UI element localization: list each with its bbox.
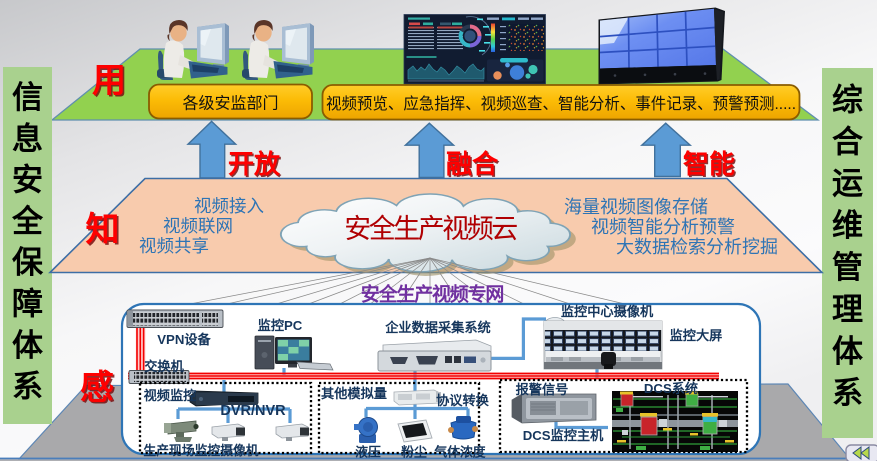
svg-text:视频共享: 视频共享 [139,236,209,256]
svg-text:融合: 融合 [446,149,499,179]
svg-text:DCS系统: DCS系统 [644,380,698,396]
svg-text:体: 体 [12,328,43,363]
svg-text:合: 合 [832,124,863,159]
svg-text:障: 障 [12,287,43,322]
svg-text:安全生产视频云: 安全生产视频云 [344,214,517,244]
svg-text:监控PC: 监控PC [258,317,303,333]
svg-text:监控中心摄像机: 监控中心摄像机 [561,303,654,319]
svg-text:智能: 智能 [684,150,736,180]
svg-text:维: 维 [832,208,863,243]
svg-text:用: 用 [92,62,126,100]
svg-text:视频接入: 视频接入 [194,196,264,216]
svg-text:其他模拟量: 其他模拟量 [321,385,387,401]
svg-text:运: 运 [832,166,863,201]
svg-text:视频智能分析预警: 视频智能分析预警 [591,217,735,237]
svg-text:开放: 开放 [229,150,282,180]
svg-text:报警信号: 报警信号 [516,381,569,397]
svg-text:气体浓度: 气体浓度 [434,445,485,460]
svg-text:系: 系 [832,376,863,411]
svg-text:用: 用 [94,64,128,102]
svg-text:协议转换: 协议转换 [436,392,490,408]
svg-text:海量视频图像存储: 海量视频图像存储 [564,197,708,217]
svg-text:全: 全 [11,204,44,239]
svg-text:综: 综 [832,82,863,117]
svg-text:监控大屏: 监控大屏 [670,327,723,343]
svg-text:知: 知 [86,211,120,249]
svg-text:企业数据采集系统: 企业数据采集系统 [384,319,491,335]
svg-text:开放: 开放 [228,149,281,179]
svg-text:系: 系 [12,369,43,404]
svg-text:感: 感 [80,369,114,407]
svg-text:DVR/NVR: DVR/NVR [220,403,286,419]
svg-text:DCS监控主机: DCS监控主机 [523,427,604,443]
svg-text:感: 感 [82,371,116,409]
svg-text:视频监控: 视频监控 [144,387,197,403]
svg-text:保: 保 [12,245,44,280]
svg-text:管: 管 [832,250,863,285]
svg-text:生产现场监控摄像机: 生产现场监控摄像机 [143,443,258,458]
svg-text:各级安监部门: 各级安监部门 [182,95,278,113]
svg-text:液压: 液压 [355,445,381,460]
svg-text:智能: 智能 [683,149,735,179]
svg-text:视频预览、应急指挥、视频巡查、智能分析、事件记录、预警预测.: 视频预览、应急指挥、视频巡查、智能分析、事件记录、预警预测..... [326,94,796,113]
svg-text:融合: 融合 [447,150,500,180]
svg-text:安全生产视频专网: 安全生产视频专网 [361,283,504,306]
svg-text:粉尘: 粉尘 [401,445,427,460]
svg-text:息: 息 [12,121,43,156]
svg-text:交换机: 交换机 [144,358,184,374]
svg-text:视频联网: 视频联网 [163,216,233,236]
svg-text:安: 安 [12,163,43,198]
svg-text:信: 信 [12,80,43,115]
svg-text:大数据检索分析挖掘: 大数据检索分析挖掘 [616,237,778,257]
svg-text:VPN设备: VPN设备 [157,331,211,347]
svg-text:知: 知 [87,213,121,251]
svg-text:理: 理 [832,292,863,327]
svg-text:体: 体 [832,334,863,369]
